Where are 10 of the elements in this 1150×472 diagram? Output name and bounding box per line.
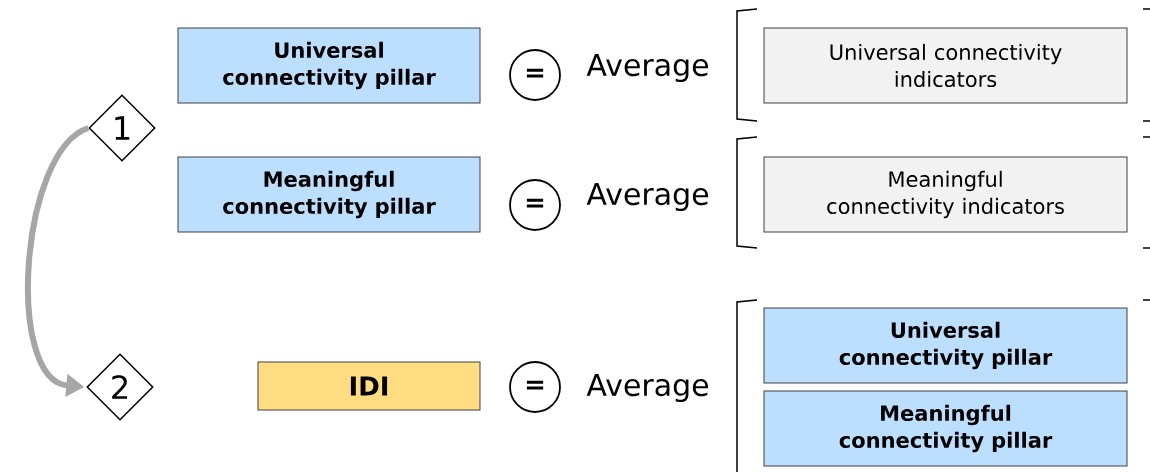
index-box: IDI <box>257 361 481 411</box>
average-label: Average <box>586 53 709 83</box>
average-label: Average <box>586 373 709 403</box>
pillar-box: Universal connectivity pillar <box>763 307 1128 384</box>
pillar-box: Meaningful connectivity pillar <box>763 390 1128 467</box>
indicator-box: Universal connectivity indicators <box>763 27 1128 104</box>
pillar-box: Universal connectivity pillar <box>177 27 481 104</box>
pillar-box: Meaningful connectivity pillar <box>177 156 481 233</box>
indicator-box: Meaningful connectivity indicators <box>763 156 1128 233</box>
average-label: Average <box>586 182 709 212</box>
